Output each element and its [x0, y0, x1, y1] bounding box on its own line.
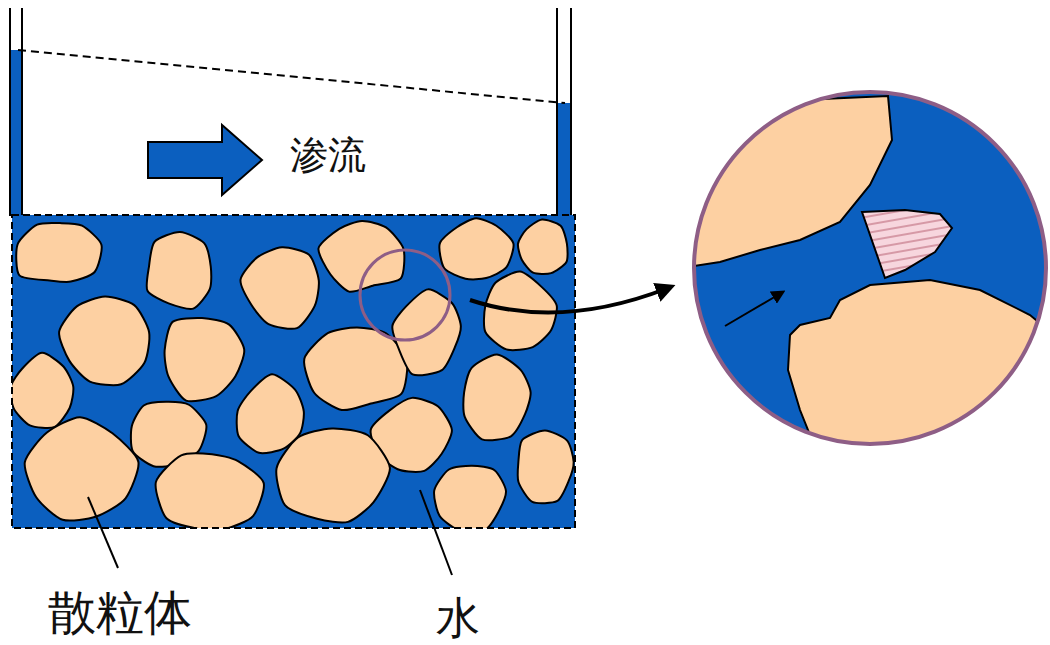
leader-line: [420, 490, 452, 575]
soil-grain: [518, 430, 574, 503]
water-label: 水: [436, 596, 480, 640]
zoom-circle: [694, 92, 1046, 444]
soil-grain: [16, 223, 101, 282]
flow-label: 渗流: [290, 136, 366, 174]
flow-arrow: [148, 125, 262, 195]
soil-box-outline: [12, 215, 575, 528]
soil-grain: [165, 318, 245, 401]
zoom-view: [680, 88, 1050, 460]
soil-grain: [463, 354, 530, 440]
soil-grain: [59, 297, 149, 386]
water-head-line: [18, 50, 565, 103]
leader-line: [88, 497, 118, 568]
soil-grain: [156, 453, 264, 528]
soil-grain: [25, 417, 139, 520]
grain-label: 散粒体: [48, 588, 192, 636]
soil-grain: [12, 353, 73, 428]
soil-grain: [518, 219, 568, 273]
soil-grain: [147, 232, 212, 309]
soil-grain: [304, 327, 407, 410]
magnifier-circle: [360, 250, 450, 340]
grain-group: [12, 218, 574, 528]
soil-grain: [434, 466, 506, 528]
soil-grain: [439, 218, 513, 279]
soil-grain: [276, 428, 390, 522]
standpipe: [10, 8, 571, 216]
zoom-arrow: [470, 288, 668, 313]
soil-grain: [240, 247, 318, 328]
